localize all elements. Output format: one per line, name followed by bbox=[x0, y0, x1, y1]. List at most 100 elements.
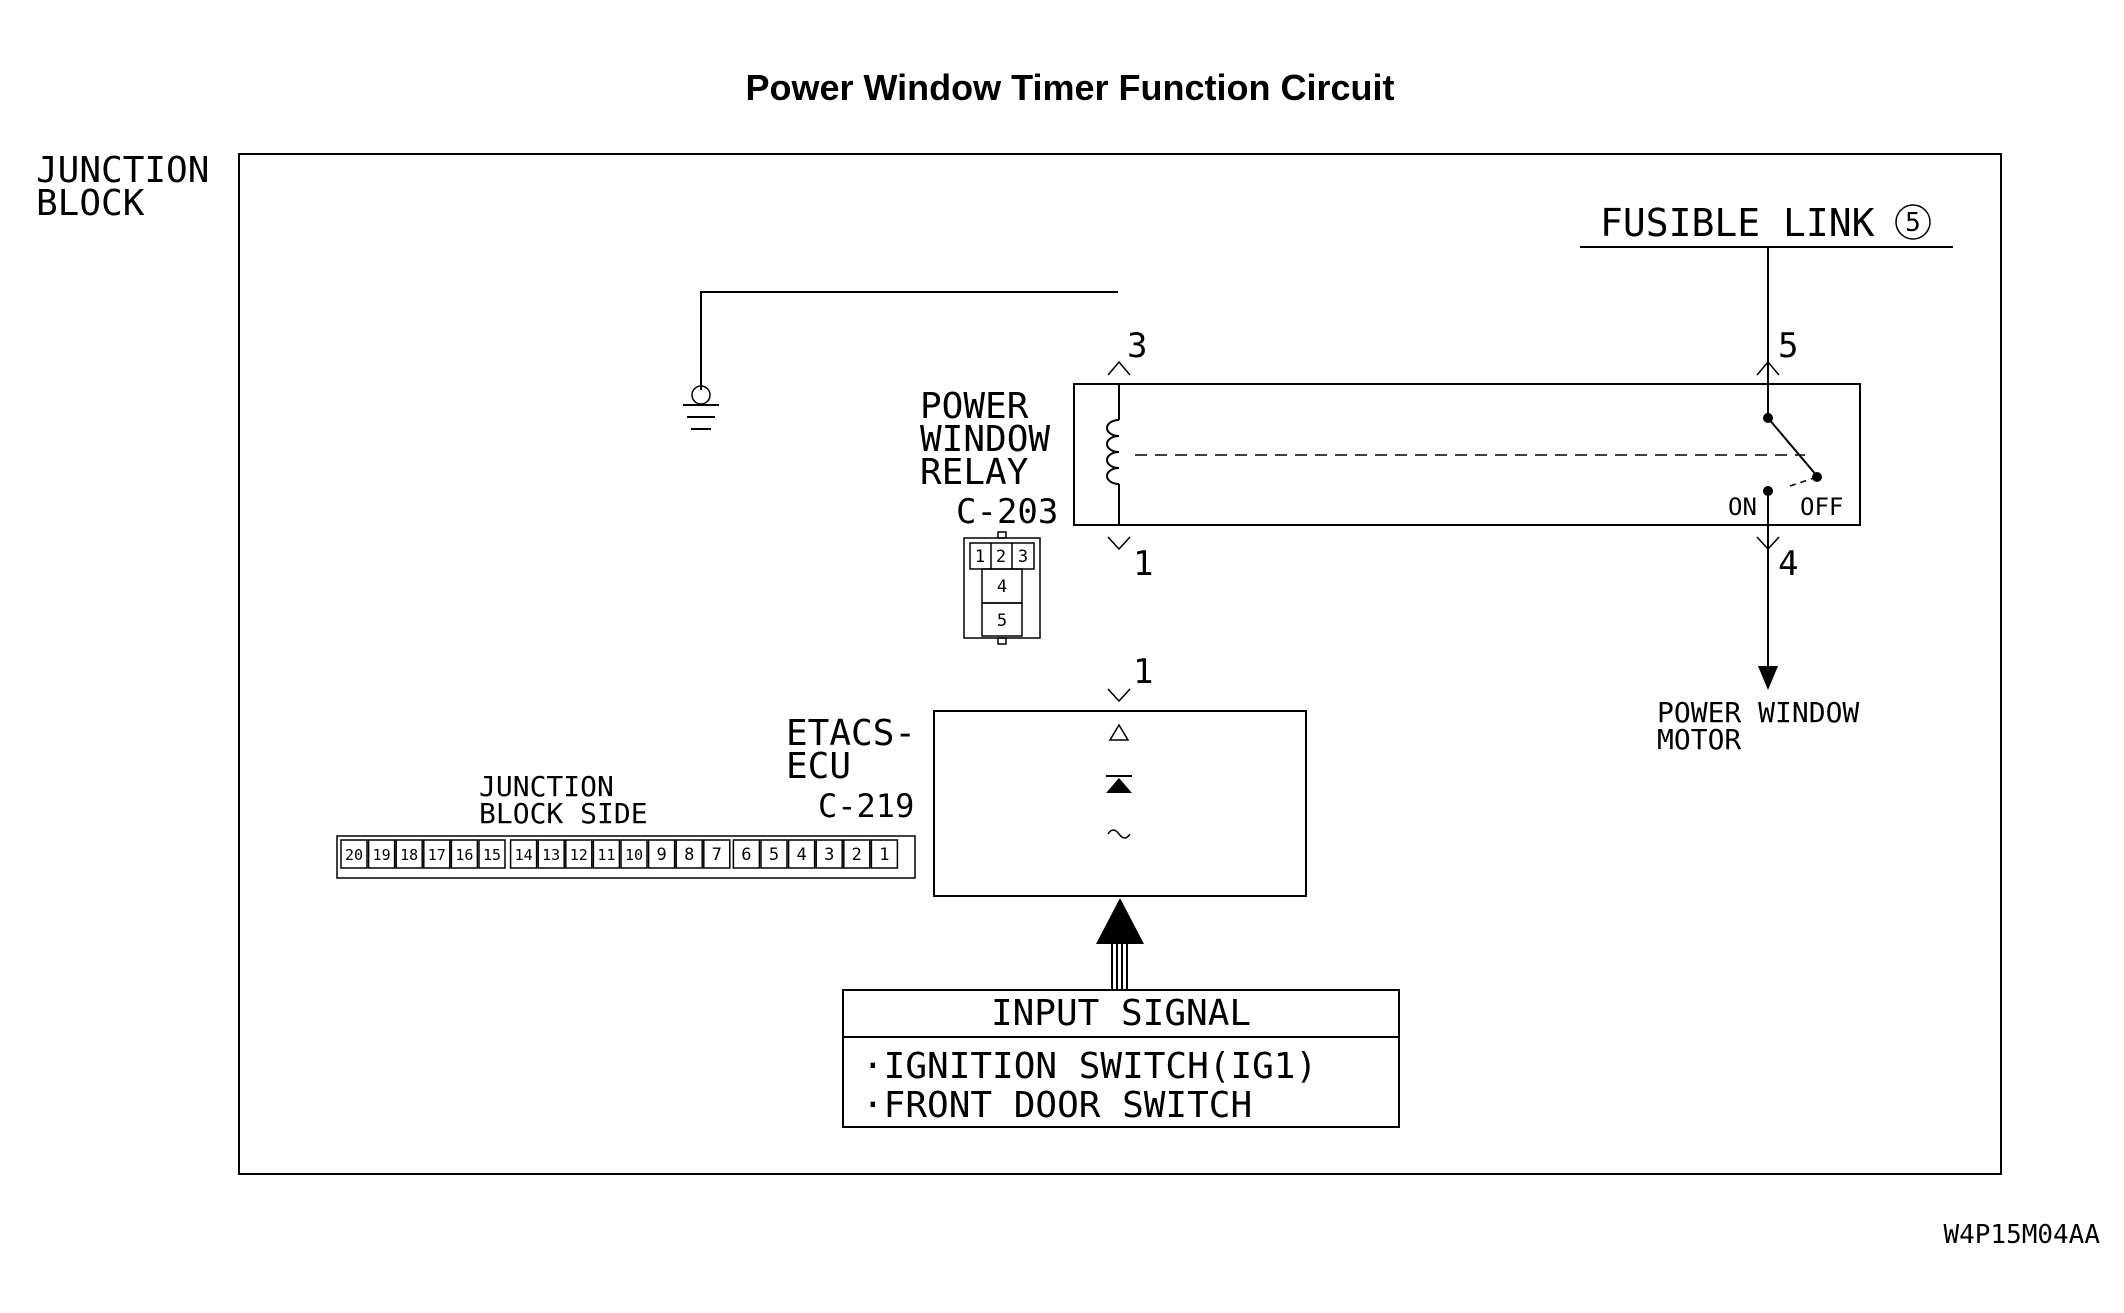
relay-body bbox=[1073, 383, 1861, 526]
relay-label: POWER WINDOW RELAY C-203 bbox=[920, 386, 1058, 532]
ecu-label: ETACS- ECU C-219 bbox=[786, 713, 916, 825]
junction-pin-number: 6 bbox=[741, 845, 751, 865]
junction-pin-number: 3 bbox=[824, 845, 834, 865]
junction-block-side-label-line2: BLOCK SIDE bbox=[479, 797, 648, 830]
junction-pin-number: 14 bbox=[515, 846, 533, 864]
junction-pin-cell bbox=[815, 839, 843, 869]
junction-pin-number: 7 bbox=[712, 845, 722, 865]
junction-block-side: JUNCTION BLOCK SIDE 20 19 18 17 16 15 14 13 12 11… bbox=[336, 770, 916, 879]
junction-pin-cell bbox=[787, 839, 816, 869]
input-signal-item-1: ·IGNITION SWITCH(IG1) bbox=[862, 1046, 1317, 1087]
fusible-link-number: 5 bbox=[1905, 208, 1921, 238]
junction-pin-cell bbox=[395, 839, 423, 869]
relay-pin-5: 5 bbox=[1778, 326, 1798, 366]
input-signal-item-2: ·FRONT DOOR SWITCH bbox=[862, 1085, 1252, 1126]
motor-arrow-icon bbox=[1758, 666, 1778, 690]
input-signal-arrow bbox=[1096, 898, 1144, 990]
connector-pin-1: 1 bbox=[975, 547, 985, 567]
junction-pin-cell bbox=[340, 839, 368, 869]
figure-code: W4P15M04AA bbox=[1943, 1220, 2100, 1250]
pin3-arrow bbox=[1107, 360, 1131, 376]
junction-pin-number: 17 bbox=[428, 846, 446, 864]
relay-pin-3: 3 bbox=[1127, 326, 1147, 366]
junction-pin-number: 15 bbox=[483, 846, 501, 864]
connector-pin-4: 4 bbox=[997, 577, 1007, 597]
switch-off-label: OFF bbox=[1800, 493, 1843, 521]
junction-block-label-line1: JUNCTION bbox=[36, 150, 209, 191]
ground-wire bbox=[700, 291, 1118, 390]
connector-pin-3: 3 bbox=[1018, 547, 1028, 567]
junction-pin-cell bbox=[450, 839, 479, 869]
ecu-diode-icon bbox=[1106, 778, 1132, 793]
junction-pin-cell bbox=[647, 839, 676, 869]
connector-latch-bottom bbox=[997, 637, 1007, 645]
relay-label-line2: WINDOW bbox=[920, 419, 1050, 460]
switch-blade bbox=[1767, 417, 1818, 477]
pin5-arrow bbox=[1756, 360, 1780, 376]
junction-pin-number: 11 bbox=[597, 846, 615, 864]
junction-pin-number: 20 bbox=[345, 846, 363, 864]
junction-pin-cell bbox=[620, 839, 648, 869]
junction-pin-number: 8 bbox=[684, 845, 694, 865]
connector-pin5-cell bbox=[981, 602, 1023, 637]
junction-pin-cell bbox=[843, 839, 871, 869]
junction-pin-cell bbox=[870, 839, 899, 869]
connector-pin-5: 5 bbox=[997, 611, 1007, 631]
junction-pin-number: 5 bbox=[769, 845, 779, 865]
junction-pin-cell bbox=[509, 839, 538, 869]
motor-label: POWER WINDOW MOTOR bbox=[1657, 696, 1859, 756]
junction-pin-cell bbox=[675, 839, 703, 869]
motor-label-line1: POWER WINDOW bbox=[1657, 696, 1859, 729]
junction-pin-number: 19 bbox=[373, 846, 391, 864]
junction-pin-number: 4 bbox=[796, 845, 806, 865]
etacs-ecu bbox=[933, 710, 1307, 897]
junction-pin-number: 18 bbox=[400, 846, 418, 864]
ecu-transistor-icon bbox=[1108, 723, 1130, 741]
relay-label-line3: RELAY bbox=[920, 452, 1029, 493]
ecu-body bbox=[933, 710, 1307, 897]
input-signal-frame bbox=[842, 989, 1400, 1128]
ecu-pin-1: 1 bbox=[1133, 652, 1153, 692]
switch-off-contact bbox=[1812, 472, 1822, 482]
ecu-label-line2: ECU bbox=[786, 746, 851, 787]
ecu-connector-label: C-219 bbox=[818, 787, 914, 825]
junction-pin-number: 9 bbox=[656, 845, 666, 865]
junction-pin-number: 13 bbox=[542, 846, 560, 864]
motor-label-line2: MOTOR bbox=[1657, 723, 1741, 756]
fusible-link-number-circle bbox=[1895, 204, 1931, 240]
junction-block-label: JUNCTION BLOCK bbox=[36, 150, 209, 224]
junction-pin-cell bbox=[732, 839, 761, 869]
power-window-relay: ON OFF bbox=[1073, 383, 1861, 526]
junction-pin-cell bbox=[703, 839, 731, 869]
junction-pin-number: 16 bbox=[455, 846, 473, 864]
diagram-title: Power Window Timer Function Circuit bbox=[745, 67, 1394, 108]
connector-pin-2: 2 bbox=[996, 547, 1006, 567]
relay-pin-4: 4 bbox=[1778, 544, 1798, 584]
coil-icon bbox=[1106, 419, 1120, 485]
junction-pin-number: 2 bbox=[852, 845, 862, 865]
ground-circuit bbox=[683, 291, 1118, 430]
junction-pin-cell bbox=[565, 839, 593, 869]
junction-pin-cell bbox=[760, 839, 788, 869]
junction-pin-cell bbox=[478, 839, 506, 869]
ecu-label-line1: ETACS- bbox=[786, 713, 916, 754]
junction-pin-cell bbox=[423, 839, 451, 869]
junction-pin-number: 10 bbox=[625, 846, 643, 864]
junction-pin-cell bbox=[367, 839, 396, 869]
fusible-link-label: FUSIBLE LINK bbox=[1600, 201, 1875, 245]
junction-block-side-label-line1: JUNCTION bbox=[479, 770, 614, 803]
input-signal-box: INPUT SIGNAL ·IGNITION SWITCH(IG1) ·FRON… bbox=[842, 989, 1400, 1128]
input-arrow-head-icon bbox=[1096, 898, 1144, 944]
junction-block-label-line2: BLOCK bbox=[36, 183, 145, 224]
junction-connector-outline bbox=[336, 835, 916, 879]
junction-pin-cell bbox=[537, 839, 565, 869]
ecu-signal-icon bbox=[1107, 829, 1131, 839]
relay-connector-face: 1 2 3 4 5 bbox=[963, 531, 1041, 645]
junction-block-frame bbox=[238, 153, 2002, 1175]
ecu-pin1-arrow bbox=[1107, 688, 1131, 703]
input-signal-header: INPUT SIGNAL bbox=[991, 993, 1251, 1034]
connector-latch-top bbox=[997, 531, 1007, 539]
junction-pin-number: 1 bbox=[879, 845, 889, 865]
